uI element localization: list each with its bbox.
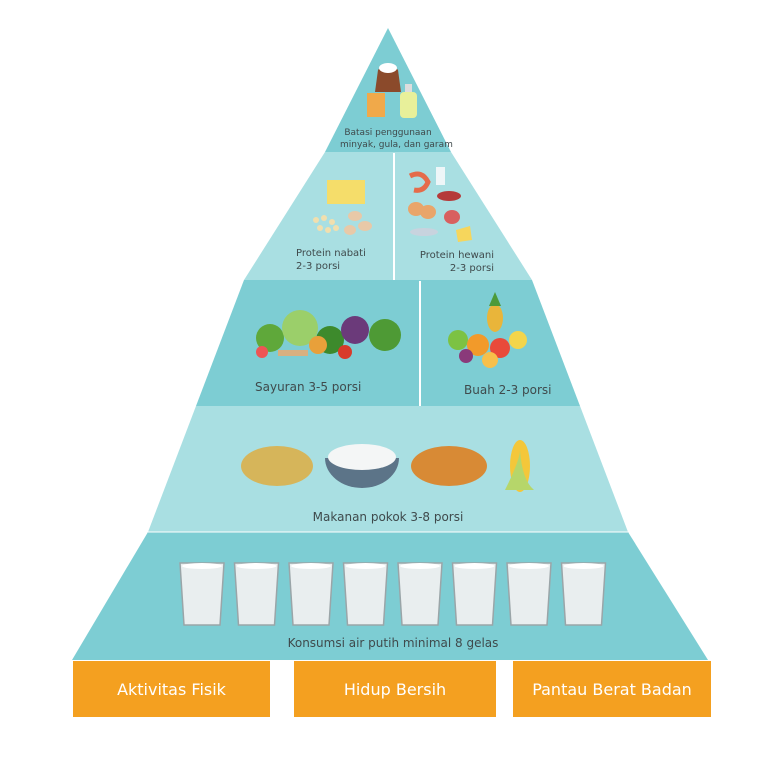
protein-nabati-label: Protein nabati 2-3 porsi: [296, 247, 366, 273]
water-label: Konsumsi air putih minimal 8 gelas: [287, 636, 499, 650]
ham-icon: [444, 210, 460, 224]
corn-icon: [505, 440, 534, 492]
soybeans-icon: [313, 215, 339, 233]
water-glasses: [179, 562, 607, 626]
rice-bowl-icon: [325, 444, 399, 488]
potato-icon: [241, 446, 313, 486]
water-glass-icon: [288, 562, 334, 626]
water-surface: [563, 563, 604, 569]
water-surface: [291, 563, 331, 569]
bread-icon: [411, 446, 487, 486]
tofu-icon: [327, 180, 365, 204]
eggs-icon: [408, 202, 436, 219]
water-surface: [400, 563, 440, 569]
vegetables-label: Sayuran 3-5 porsi: [255, 380, 362, 394]
physical-activity-button[interactable]: Aktivitas Fisik: [73, 661, 270, 717]
water-glass-icon: [342, 562, 389, 626]
water-glass-icon: [506, 562, 552, 626]
fruit-label: Buah 2-3 porsi: [464, 383, 552, 397]
water-glass-icon: [179, 562, 225, 626]
water-glass-icon: [397, 562, 443, 626]
water-glass-icon: [233, 562, 280, 626]
protein-hewani-line2: 2-3 porsi: [449, 263, 494, 274]
water-surface: [236, 563, 277, 569]
cheese-icon: [456, 226, 472, 242]
protein-nabati-line1: Protein nabati: [296, 248, 366, 259]
water-surface: [182, 563, 222, 569]
protein-hewani-line1: Protein hewani: [419, 250, 494, 261]
water-surface: [454, 563, 495, 569]
beans-icon: [344, 211, 372, 235]
shrimp-icon: [408, 171, 431, 193]
vegetables-icon: [256, 310, 401, 359]
milk-bottle-icon: [436, 167, 445, 185]
water-surface: [509, 563, 549, 569]
monitor-weight-button[interactable]: Pantau Berat Badan: [513, 661, 711, 717]
limit-label-line2: minyak, gula, dan garam: [340, 140, 453, 150]
salt-box-icon: [367, 93, 385, 117]
sugar-sack-icon: [375, 63, 401, 92]
meat-icon: [437, 191, 461, 201]
protein-nabati-line2: 2-3 porsi: [296, 261, 341, 272]
limit-label-line1: Batasi penggunaan: [344, 128, 432, 138]
water-glass-icon: [451, 562, 498, 626]
oil-bottle-icon: [400, 84, 417, 118]
fish-icon: [410, 228, 438, 236]
protein-hewani-label: Protein hewani 2-3 porsi: [412, 249, 494, 275]
water-glass-icon: [560, 562, 607, 626]
water-surface: [345, 563, 386, 569]
limit-label: Batasi penggunaan minyak, gula, dan gara…: [340, 127, 453, 151]
clean-living-button[interactable]: Hidup Bersih: [294, 661, 496, 717]
staple-label: Makanan pokok 3-8 porsi: [312, 510, 464, 524]
fruits-icon: [448, 292, 527, 368]
tier-protein: [244, 152, 532, 280]
